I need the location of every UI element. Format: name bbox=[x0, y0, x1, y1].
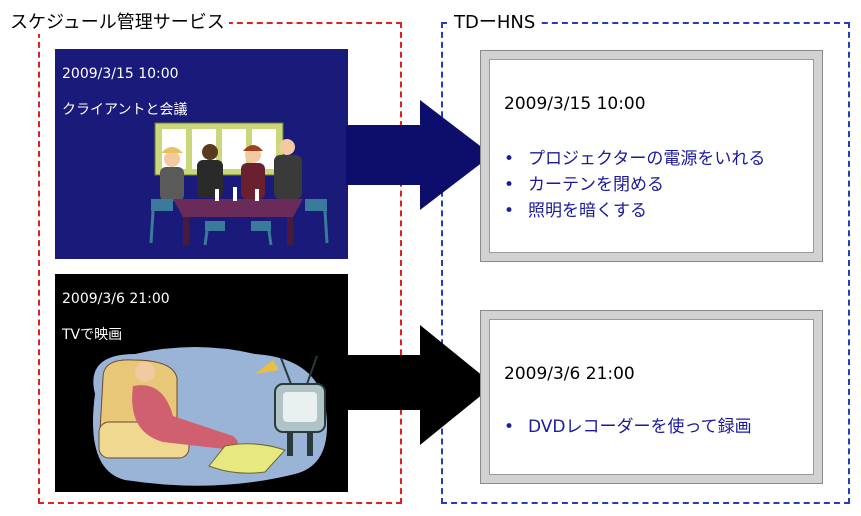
td-hns-group bbox=[441, 22, 850, 504]
list-item: •DVDレコーダーを使って録画 bbox=[504, 417, 752, 437]
tv-actions-content: 2009/3/6 21:00 •DVDレコーダーを使って録画 bbox=[489, 319, 814, 475]
tv-actions-frame: 2009/3/6 21:00 •DVDレコーダーを使って録画 bbox=[480, 310, 823, 484]
right-arrow-icon bbox=[346, 325, 494, 445]
tv-event-panel[interactable]: 2009/3/6 21:00 TVで映画 bbox=[55, 274, 348, 492]
meeting-actions-content: 2009/3/15 10:00 •プロジェクターの電源をいれる •カーテンを閉め… bbox=[489, 59, 814, 253]
tv-event-title: TVで映画 bbox=[62, 327, 123, 343]
meeting-event-title: クライアントと会議 bbox=[62, 102, 188, 118]
td-hns-title: TDーHNS bbox=[450, 8, 540, 34]
meeting-actions-frame: 2009/3/15 10:00 •プロジェクターの電源をいれる •カーテンを閉め… bbox=[480, 50, 823, 262]
tv-event-date: 2009/3/6 21:00 bbox=[62, 291, 170, 307]
meeting-event-panel[interactable]: 2009/3/15 10:00 クライアントと会議 bbox=[55, 49, 348, 259]
list-item: •カーテンを閉める bbox=[504, 175, 664, 195]
schedule-service-title: スケジュール管理サービス bbox=[6, 8, 229, 34]
tv-actions-date: 2009/3/6 21:00 bbox=[504, 364, 635, 384]
meeting-clipart-icon bbox=[149, 122, 329, 246]
tv-lounging-clipart-icon bbox=[93, 347, 327, 486]
list-item: •プロジェクターの電源をいれる bbox=[504, 149, 766, 169]
meeting-actions-date: 2009/3/15 10:00 bbox=[504, 94, 646, 114]
meeting-actions-list: •プロジェクターの電源をいれる •カーテンを閉める •照明を暗くする bbox=[504, 146, 765, 224]
meeting-event-date: 2009/3/15 10:00 bbox=[62, 66, 179, 82]
list-item: •照明を暗くする bbox=[504, 201, 647, 221]
right-arrow-icon bbox=[346, 100, 492, 210]
tv-actions-list: •DVDレコーダーを使って録画 bbox=[504, 414, 752, 440]
